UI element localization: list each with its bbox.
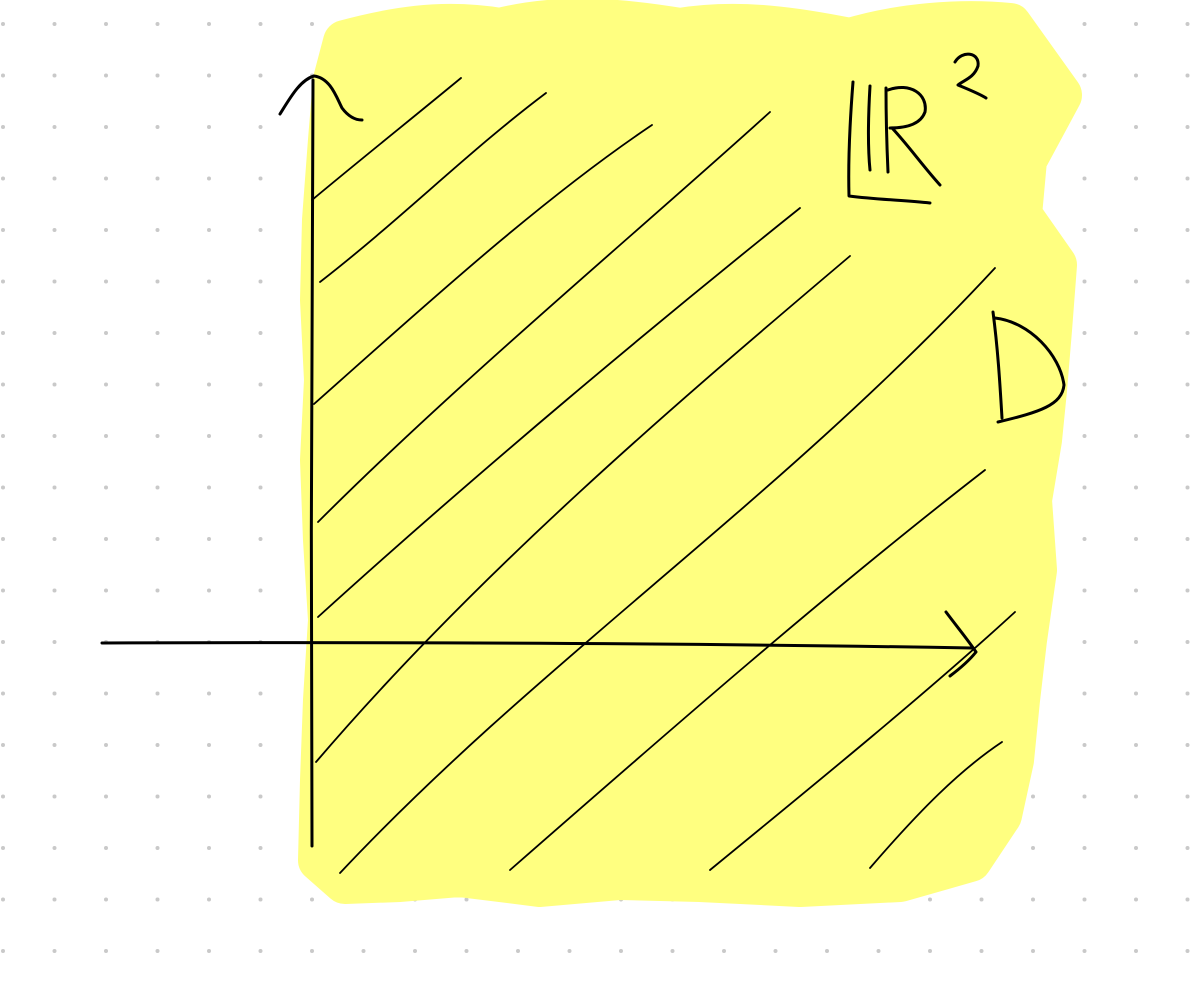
- hatch-line: [869, 741, 1003, 869]
- region-d-label: [991, 310, 1066, 424]
- coordinate-axes: [100, 74, 978, 848]
- hatch-line: [509, 469, 986, 871]
- y-axis-arrowhead: [278, 74, 364, 122]
- hatch-line: [311, 77, 462, 201]
- hatch-line: [317, 111, 771, 523]
- hatch-line: [315, 255, 851, 763]
- hatch-line: [317, 207, 801, 618]
- highlighted-region-d: [298, 0, 1082, 907]
- hatching-lines: [311, 77, 1016, 874]
- r-squared-label: [847, 52, 988, 205]
- hatch-line: [709, 611, 1016, 871]
- x-axis-arrowhead: [944, 610, 978, 678]
- hatch-line: [313, 124, 653, 405]
- x-axis-line: [100, 641, 974, 650]
- y-axis-line: [309, 78, 315, 848]
- hatch-line: [339, 267, 996, 874]
- hatch-line: [319, 92, 547, 283]
